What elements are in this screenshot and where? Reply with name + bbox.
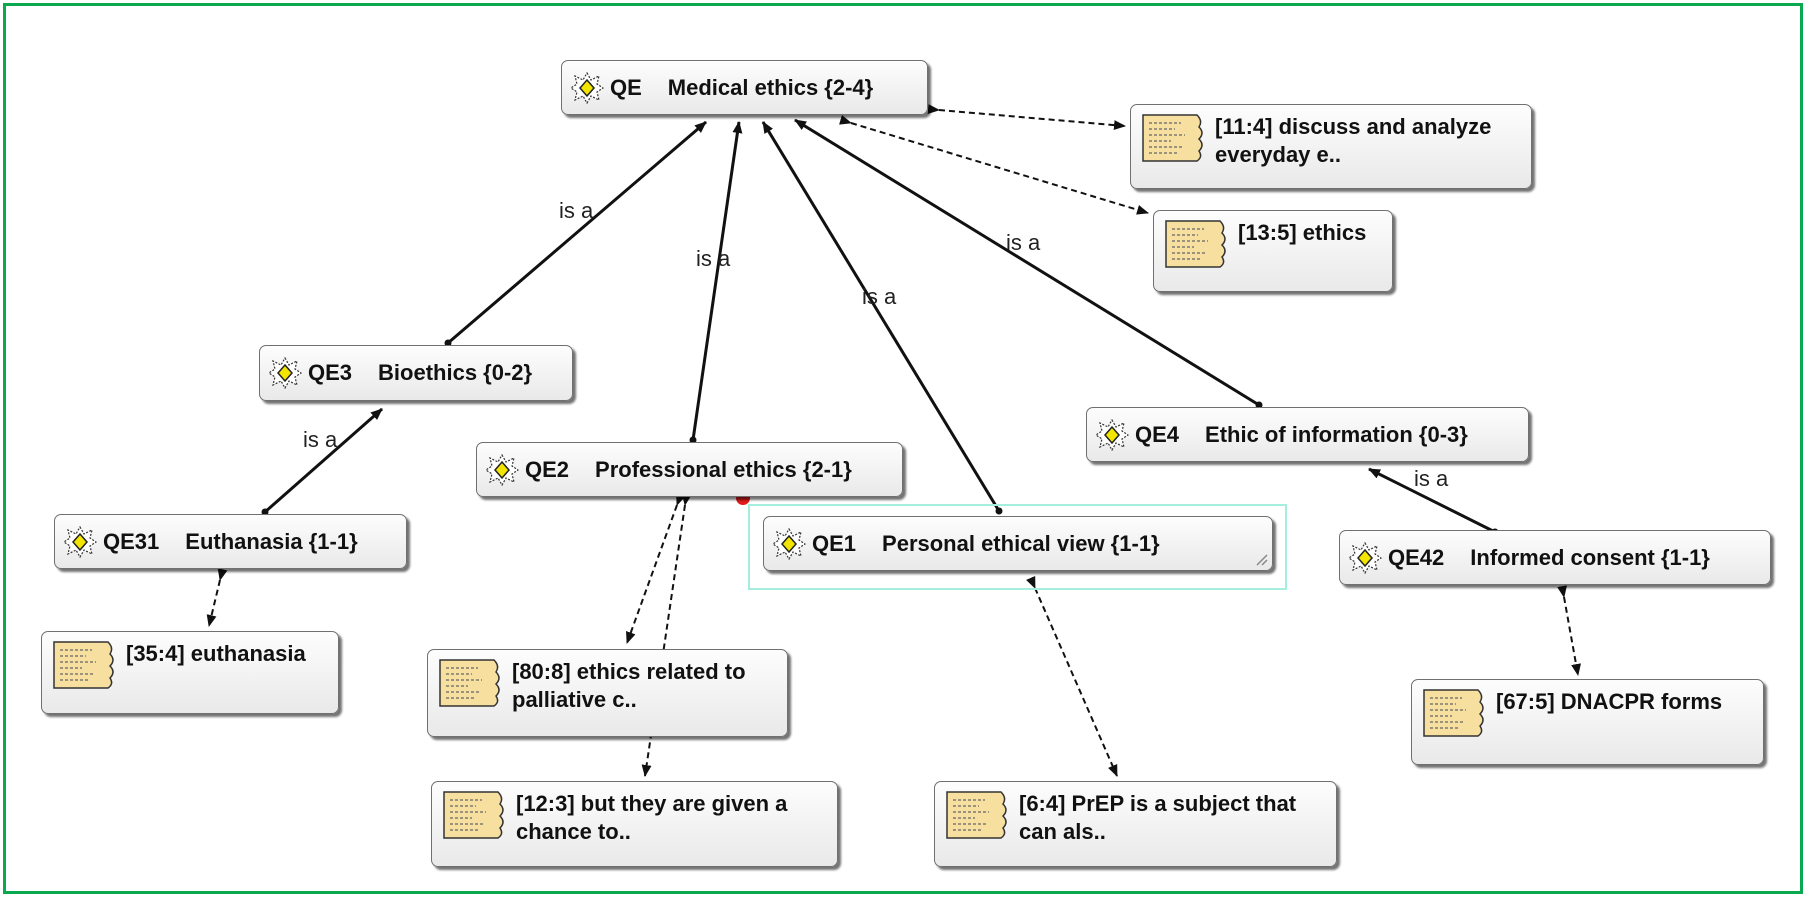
network-links xyxy=(206,104,1581,777)
link-qe2-qe[interactable] xyxy=(691,121,743,441)
relation-label: is a xyxy=(1414,466,1449,491)
code-node-qe31[interactable]: QE31 Euthanasia {1-1} xyxy=(54,514,407,569)
link-qe31-q35-4[interactable] xyxy=(206,568,228,627)
code-node-qe2[interactable]: QE2 Professional ethics {2-1} xyxy=(476,442,903,497)
quotation-document-icon xyxy=(1142,114,1203,162)
relation-label: is a xyxy=(1006,230,1041,255)
code-node-qe1[interactable]: QE1 Personal ethical view {1-1} xyxy=(763,516,1273,571)
quotation-node-80-8[interactable]: [80:8] ethics related to palliative c.. xyxy=(427,649,788,737)
quotation-text: [12:3] but they are given a chance to.. xyxy=(516,791,788,844)
relation-label: is a xyxy=(862,284,897,309)
code-node-qe42[interactable]: QE42 Informed consent {1-1} xyxy=(1339,530,1771,585)
link-qe42-q67-5[interactable] xyxy=(1557,585,1581,676)
code-node-qe3[interactable]: QE3 Bioethics {0-2} xyxy=(259,345,573,401)
code-id: QE2 xyxy=(525,456,570,482)
link-qe-q13-5[interactable] xyxy=(839,115,1149,215)
quotation-document-icon xyxy=(1423,689,1484,737)
code-name: Professional ethics {2-1} xyxy=(595,456,852,482)
anchor-dot xyxy=(689,436,697,444)
quotation-node-13-5[interactable]: [13:5] ethics xyxy=(1153,210,1393,292)
code-id: QE1 xyxy=(812,530,857,556)
anchor-dot xyxy=(261,508,269,516)
resize-grip-icon[interactable] xyxy=(1254,552,1268,566)
quotation-text: [80:8] ethics related to palliative c.. xyxy=(512,659,746,712)
selection-frame xyxy=(748,504,1287,590)
link-qe1-qe[interactable] xyxy=(761,121,1001,512)
network-view: is a is a is a is a is a is a QE Medical… xyxy=(3,3,1803,894)
anchor-dot xyxy=(1255,401,1263,409)
code-name: Personal ethical view {1-1} xyxy=(882,530,1160,556)
link-qe2-q12-3[interactable] xyxy=(641,493,692,777)
quotation-document-icon xyxy=(946,791,1007,839)
quotation-document-icon xyxy=(443,791,504,839)
quotation-text: [13:5] ethics xyxy=(1238,220,1367,245)
quotation-text: [67:5] DNACPR forms xyxy=(1496,689,1723,714)
link-qe31-qe3[interactable] xyxy=(264,407,383,514)
code-id: QE31 xyxy=(103,528,160,554)
code-sun-icon xyxy=(1348,541,1382,574)
code-name: Ethic of information {0-3} xyxy=(1205,421,1468,447)
code-id: QE xyxy=(610,74,642,100)
anchor-dot xyxy=(995,507,1003,515)
quotation-document-icon xyxy=(1165,220,1226,268)
quotation-node-35-4[interactable]: [35:4] euthanasia xyxy=(41,631,339,714)
anchor-dot xyxy=(444,339,452,347)
relation-label: is a xyxy=(559,198,594,223)
quotation-document-icon xyxy=(53,641,114,689)
code-name: Bioethics {0-2} xyxy=(378,360,533,385)
quotation-text: [11:4] discuss and analyze everyday e.. xyxy=(1215,114,1492,167)
code-sun-icon xyxy=(1095,418,1129,451)
code-name: Euthanasia {1-1} xyxy=(185,528,358,554)
code-name: Medical ethics {2-4} xyxy=(667,74,874,100)
quotation-text: [35:4] euthanasia xyxy=(126,641,306,666)
relation-label: is a xyxy=(303,427,338,452)
code-sun-icon xyxy=(570,71,604,104)
code-id: QE4 xyxy=(1135,421,1180,447)
code-node-qe[interactable]: QE Medical ethics {2-4} xyxy=(561,60,928,115)
quotation-node-12-3[interactable]: [12:3] but they are given a chance to.. xyxy=(431,781,838,867)
quotation-node-11-4[interactable]: [11:4] discuss and analyze everyday e.. xyxy=(1130,104,1532,189)
quotation-node-67-5[interactable]: [67:5] DNACPR forms xyxy=(1411,679,1764,765)
quotation-document-icon xyxy=(439,659,500,707)
link-qe-q11-4[interactable] xyxy=(927,104,1126,131)
code-sun-icon xyxy=(485,453,519,486)
link-qe42-qe4[interactable] xyxy=(1368,467,1496,534)
quotation-text: [6:4] PrEP is a subject that can als.. xyxy=(1019,791,1297,844)
code-sun-icon xyxy=(772,527,806,560)
code-id: QE3 xyxy=(308,360,353,385)
code-sun-icon xyxy=(63,525,97,558)
link-qe1-q6-4[interactable] xyxy=(1026,575,1118,777)
link-qe3-qe[interactable] xyxy=(447,120,707,345)
code-sun-icon xyxy=(268,357,302,389)
quotation-node-6-4[interactable]: [6:4] PrEP is a subject that can als.. xyxy=(934,781,1337,867)
relation-label: is a xyxy=(696,246,731,271)
code-name: Informed consent {1-1} xyxy=(1470,544,1710,570)
link-qe2-q80-8[interactable] xyxy=(626,492,686,644)
code-node-qe4[interactable]: QE4 Ethic of information {0-3} xyxy=(1086,407,1529,462)
code-id: QE42 xyxy=(1388,544,1445,570)
